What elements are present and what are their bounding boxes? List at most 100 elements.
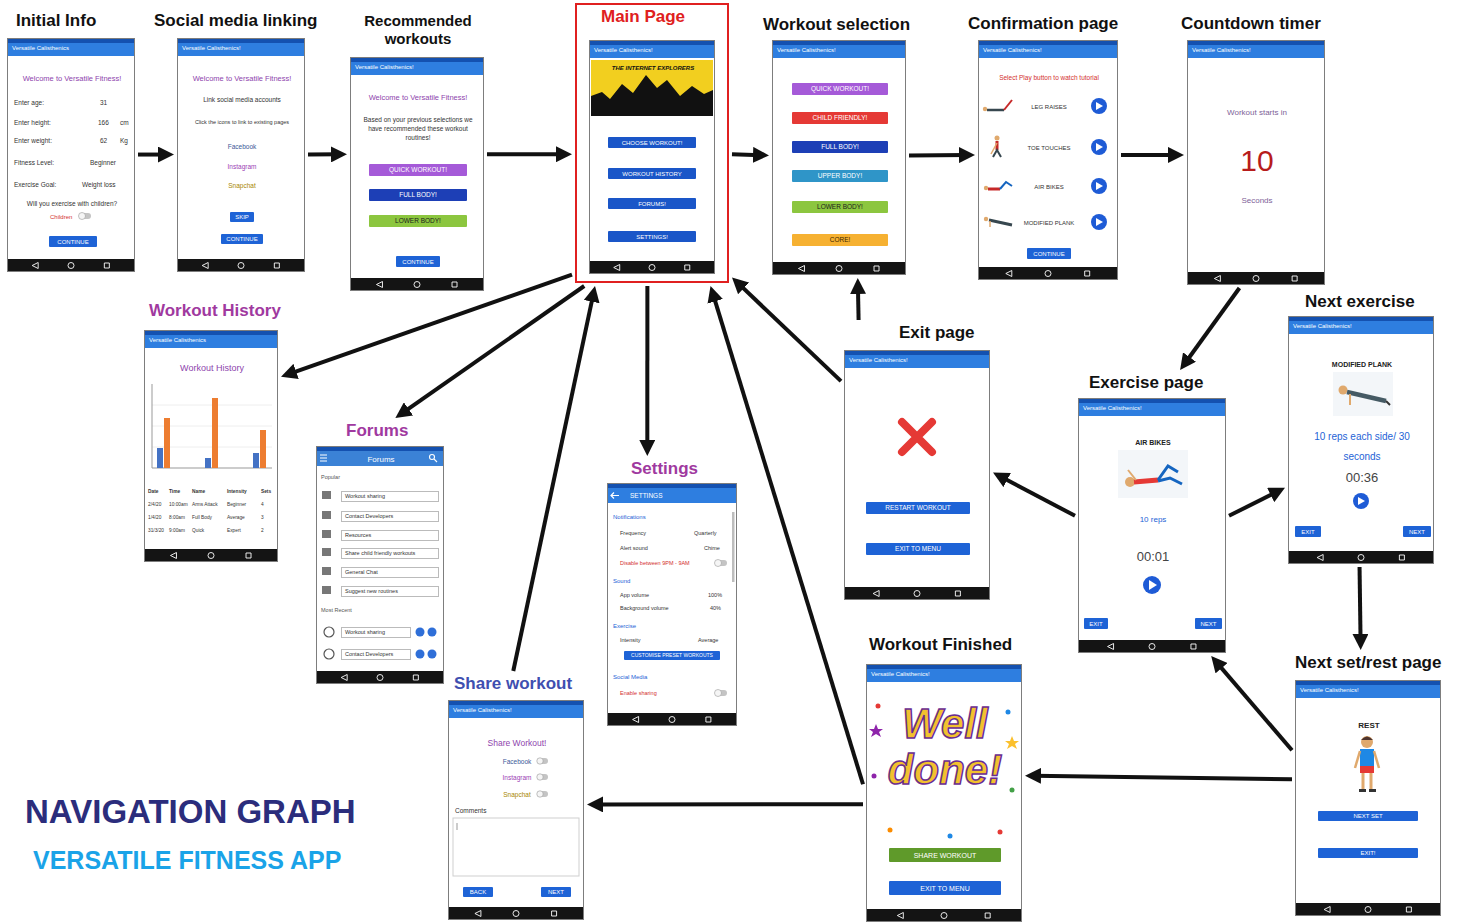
screen-heading: Workout History: [149, 301, 281, 321]
play-button: [1143, 576, 1161, 594]
screen-text: 10 reps each side/ 30 seconds: [1307, 427, 1417, 467]
phone-screen: Recommended workoutsVersatile Calistheni…: [350, 57, 484, 291]
screen-text: 8:00am: [169, 515, 185, 521]
navigation-arrow: [1229, 491, 1278, 515]
forum-icon: [322, 567, 331, 575]
picture-ground: [1118, 450, 1188, 498]
phone-chrome: [1078, 398, 1226, 653]
screen-button: QUICK WORKOUT!: [792, 83, 888, 95]
screen-heading: Social media linking: [154, 11, 317, 31]
forum-icon: [322, 586, 331, 594]
home-icon: [941, 913, 947, 919]
button-label: EXIT TO MENU: [895, 546, 941, 553]
action-dot: [416, 650, 425, 659]
nav-bar: [1187, 272, 1325, 285]
screen-button: NEXT: [541, 887, 571, 897]
air-bikes-picture: [1118, 450, 1188, 498]
nav-bar: [589, 261, 715, 274]
screen-text: Beginner: [90, 159, 116, 167]
recent-icon: [1292, 276, 1297, 281]
chart-axis: [152, 384, 153, 468]
forum-icon: [322, 511, 331, 519]
figure-legs: [1158, 478, 1182, 484]
phone-screen: Workout selectionVersatile Calisthenics!…: [772, 40, 906, 275]
screen-text: THE INTERNET EXPLORERS: [594, 65, 712, 72]
toggle-track: [715, 560, 727, 566]
app-bar: [978, 45, 1118, 58]
phone-chrome: [316, 446, 444, 684]
button-label: SETTINGS!: [636, 234, 668, 240]
nav-bar: [866, 909, 1022, 922]
app-bar: [1288, 321, 1434, 334]
button-label: WORKOUT HISTORY: [622, 171, 681, 177]
screen-text: AIR BIKES: [982, 184, 1116, 191]
screen-ground: [866, 664, 1022, 922]
toggle-track: [537, 791, 548, 797]
subtitle-label: VERSATILE FITNESS APP: [33, 846, 341, 875]
screen-text: Exercise: [613, 623, 636, 630]
toggle-track: [79, 213, 91, 219]
app-bar: [1078, 403, 1226, 416]
play-icon: [1096, 218, 1103, 226]
button-label: CUSTOMISE PRESET WORKOUTS: [631, 653, 713, 658]
screen-text: Snapchat: [181, 182, 303, 190]
banner-image: [591, 60, 713, 116]
navigation-arrow: [713, 294, 863, 785]
figure-arm: [1355, 751, 1360, 768]
screen-heading: Forums: [346, 421, 408, 441]
home-icon: [836, 266, 842, 272]
screen-text: 00:36: [1292, 470, 1432, 486]
navigation-arrow: [1121, 153, 1176, 157]
screen-text: Popular: [321, 474, 340, 481]
screen-text: Kg: [120, 137, 128, 145]
cross-mark: [902, 422, 932, 452]
phone-screen: Social media linkingVersatile Calistheni…: [177, 38, 305, 272]
navigation-arrow: [856, 286, 861, 320]
screen-text: Quick: [192, 528, 204, 534]
screen-heading: Exit page: [899, 323, 975, 343]
screen-text: Sound: [613, 578, 630, 585]
chart-bar: [157, 448, 163, 468]
screen-button: EXIT!: [1318, 848, 1418, 858]
phone-chrome: [7, 38, 135, 272]
toggle-track: [537, 758, 548, 764]
screen-ground: [316, 446, 444, 684]
figure-shoe: [1369, 789, 1376, 792]
button-label: NEXT: [1200, 621, 1216, 627]
navigation-arrow: [138, 153, 166, 157]
screen-heading: Main Page: [601, 7, 685, 27]
exit-cross: [902, 422, 932, 452]
screen-text: Select Play button to watch tutorial: [982, 74, 1116, 82]
screen-button: FORUMS!: [608, 198, 696, 209]
phone-chrome: [144, 330, 278, 562]
figure-body: [987, 109, 1004, 112]
figure-leg: [1362, 773, 1365, 790]
screen-ground: [1288, 316, 1434, 564]
button-label: SKIP: [235, 214, 249, 220]
figure-head: [984, 186, 988, 190]
recent-icon: [104, 263, 109, 268]
back-icon: [798, 266, 804, 272]
recent-icon: [985, 913, 990, 918]
screen-text: Snapchat: [452, 791, 582, 799]
button-label: EXIT: [1301, 529, 1314, 535]
text-cursor: [457, 823, 458, 830]
figure-body: [1347, 392, 1386, 401]
screen-text: General Chat: [341, 567, 439, 578]
screen-button: SETTINGS!: [608, 231, 696, 242]
confetti-dot: [1006, 710, 1011, 715]
button-label: EXIT: [1089, 621, 1102, 627]
screen-text: 2/4/20: [148, 502, 161, 508]
home-icon: [208, 553, 214, 559]
phone-chrome: [866, 664, 1022, 922]
screen-button: NEXT: [1195, 618, 1222, 629]
button-label: CORE!: [830, 237, 851, 244]
confetti-dot: [888, 828, 893, 833]
navigation-arrow: [732, 152, 761, 157]
screen-heading: Workout Finished: [869, 635, 1012, 655]
menu-icon: [320, 455, 327, 461]
plank-picture: [1333, 372, 1393, 416]
toggle-knob: [537, 791, 543, 797]
screen-button: RESTART WORKOUT: [866, 502, 970, 514]
screen-text: Share Workout!: [452, 738, 582, 748]
